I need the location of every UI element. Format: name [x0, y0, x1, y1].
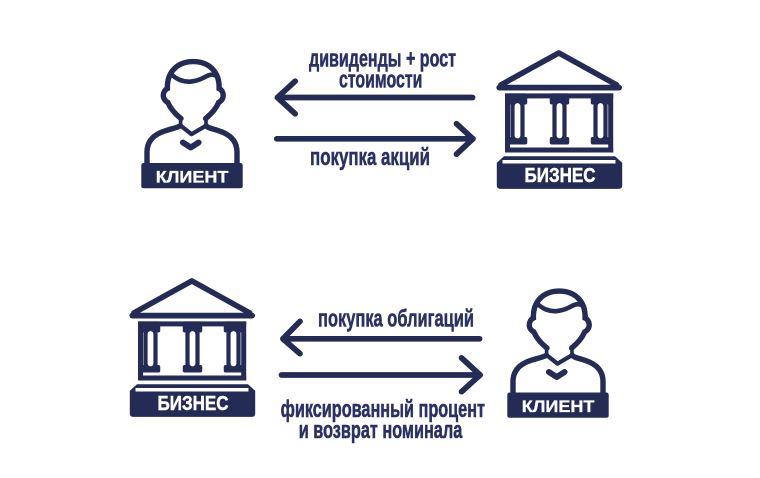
svg-text:покупка акций: покупка акций	[310, 144, 430, 171]
svg-text:и возврат номинала: и возврат номинала	[299, 417, 463, 444]
svg-text:покупка облигаций: покупка облигаций	[318, 305, 474, 332]
svg-text:фиксированный процент: фиксированный процент	[281, 396, 486, 423]
svg-text:дивиденды + рост: дивиденды + рост	[309, 45, 456, 72]
svg-text:стоимости: стоимости	[339, 67, 423, 94]
